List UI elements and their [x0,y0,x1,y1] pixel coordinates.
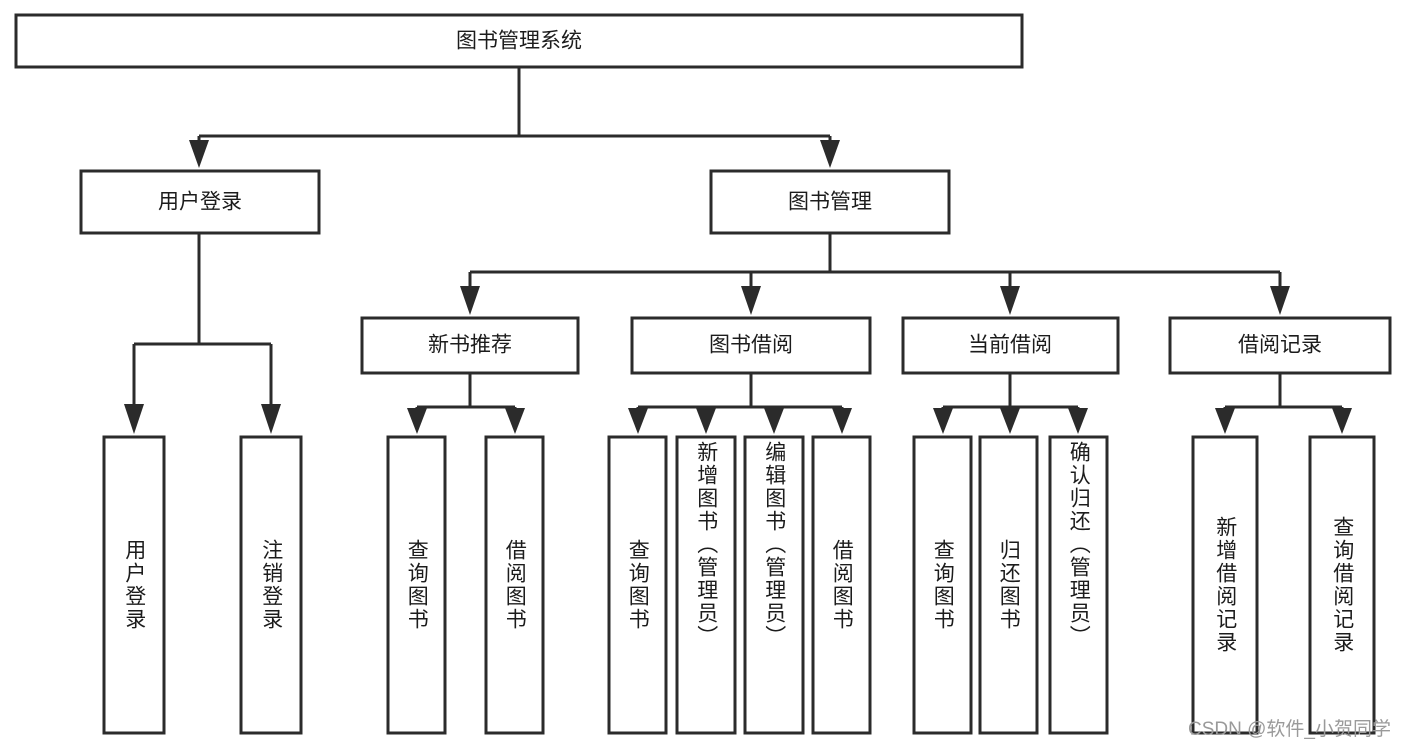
arrow-head-leaf-logout [261,404,281,434]
node-leaf-add-book-rect[interactable] [675,435,737,735]
node-root-label: 图书管理系统 [456,30,582,53]
node-leaf-edit-book-rect[interactable] [743,435,805,735]
arrow-head-leaf-user-login [124,404,144,434]
arrow-head-newbook-query [407,408,427,434]
node-new-book-recommend-label: 新书推荐 [428,334,512,357]
arrow-head-borrow-query [628,408,648,434]
arrow-head-book-manage [820,140,840,168]
node-leaf-query-book-3-rect[interactable] [912,435,973,735]
node-leaf-confirm-return-rect[interactable] [1048,435,1109,735]
node-book-manage-label: 图书管理 [788,191,872,214]
arrow-head-current-return [1000,408,1020,434]
arrow-head-current-borrow [1000,286,1020,315]
node-leaf-user-login-rect[interactable] [102,435,166,735]
node-book-borrow[interactable]: 图书借阅 [630,316,872,375]
arrow-head-borrow-edit [764,408,784,434]
connector-group-user-login [124,233,281,434]
node-book-manage-rect[interactable] [709,169,951,235]
connector-group-borrow-record [1215,373,1352,434]
node-new-book-recommend[interactable]: 新书推荐 [360,316,580,375]
node-leaf-borrow-book-2-rect[interactable] [811,435,872,735]
node-user-login-rect[interactable] [79,169,321,235]
arrow-head-new-book [460,286,480,315]
arrow-head-record-query [1332,408,1352,434]
connector-group-book-manage [460,233,1290,315]
node-borrow-record[interactable]: 借阅记录 [1168,316,1392,375]
node-user-login-label: 用户登录 [158,191,242,214]
connector-group-new-book [407,373,525,434]
arrow-head-borrow-add [696,408,716,434]
node-user-login[interactable]: 用户登录 [79,169,321,235]
arrow-head-borrow-record [1270,286,1290,315]
arrow-head-borrow-lend [832,408,852,434]
node-leaf-logout-rect[interactable] [239,435,303,735]
node-leaf-query-book-1-rect[interactable] [386,435,447,735]
arrow-head-book-borrow [741,286,761,315]
node-current-borrow-label: 当前借阅 [968,334,1052,357]
node-leaf-query-record-rect[interactable] [1308,435,1376,735]
node-borrow-record-rect[interactable] [1168,316,1392,375]
node-book-borrow-label: 图书借阅 [709,334,793,357]
node-leaf-return-book-rect[interactable] [978,435,1039,735]
connector-group-book-borrow [628,373,852,434]
node-leaf-borrow-book-1-rect[interactable] [484,435,545,735]
arrow-head-current-confirm [1068,408,1088,434]
node-leaf-query-book-2-rect[interactable] [607,435,668,735]
node-book-borrow-rect[interactable] [630,316,872,375]
node-current-borrow-rect[interactable] [901,316,1120,375]
arrow-head-current-query [933,408,953,434]
connector-group-root [189,67,840,168]
node-current-borrow[interactable]: 当前借阅 [901,316,1120,375]
node-root-rect[interactable] [14,13,1024,69]
watermark-text: CSDN @软件_小贺同学 [1188,719,1391,740]
arrow-head-record-add [1215,408,1235,434]
connector-group-current-borrow [933,373,1088,434]
node-root[interactable]: 图书管理系统 [14,13,1024,69]
node-borrow-record-label: 借阅记录 [1238,334,1322,357]
node-leaf-add-record-rect[interactable] [1191,435,1259,735]
arrow-head-newbook-borrow [505,408,525,434]
arrow-head-user-login [189,140,209,168]
node-new-book-recommend-rect[interactable] [360,316,580,375]
node-book-manage[interactable]: 图书管理 [709,169,951,235]
